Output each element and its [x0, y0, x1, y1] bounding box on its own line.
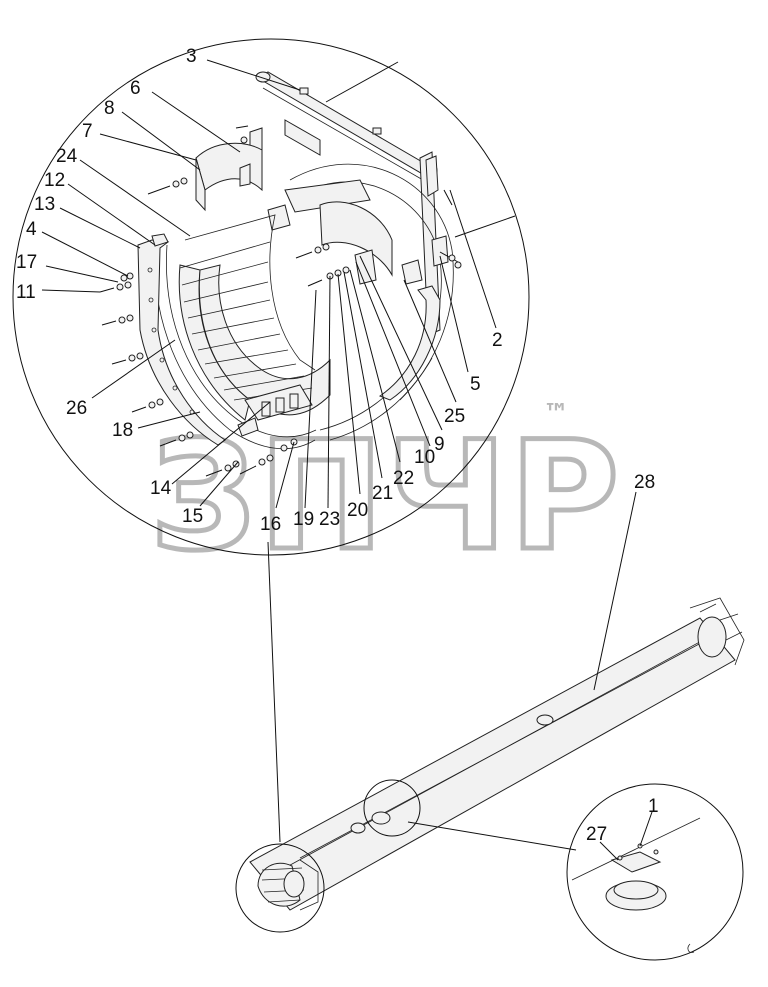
detail-circle-small — [235, 843, 325, 933]
bearing-detail — [363, 779, 744, 961]
tube-end-detail — [235, 843, 325, 933]
callout-7: 7 — [82, 121, 93, 142]
callout-2: 2 — [492, 330, 503, 351]
callout-27: 27 — [586, 824, 607, 845]
front-yoke — [195, 142, 263, 212]
drum-assembly — [178, 214, 331, 421]
callout-5: 5 — [470, 374, 481, 395]
callout-23: 23 — [319, 509, 340, 530]
callout-12: 12 — [44, 170, 65, 191]
callout-8: 8 — [104, 98, 115, 119]
callout-15: 15 — [182, 506, 203, 527]
boom-tube — [249, 597, 745, 911]
back-brackets — [249, 119, 441, 336]
callout-19: 19 — [293, 509, 314, 530]
callout-18: 18 — [112, 420, 133, 441]
callout-6: 6 — [130, 78, 141, 99]
callout-21: 21 — [372, 483, 393, 504]
callout-24: 24 — [56, 146, 78, 167]
bearing-marker-circle — [363, 779, 421, 837]
right-side-plate — [378, 235, 449, 401]
top-shaft — [255, 71, 438, 185]
callout-labels: 3 6 8 7 24 12 13 4 17 11 26 18 14 15 16 … — [16, 46, 659, 845]
callout-26: 26 — [66, 398, 87, 419]
callout-4: 4 — [26, 219, 37, 240]
detail-circle-bearing — [566, 783, 744, 961]
watermark: ЗПЧР ™ — [148, 399, 622, 587]
callout-17: 17 — [16, 252, 37, 273]
left-side-plate — [137, 233, 226, 446]
callout-10: 10 — [414, 447, 435, 468]
callout-3: 3 — [186, 46, 197, 67]
callout-11: 11 — [16, 282, 36, 303]
main-detail-view — [12, 38, 530, 556]
leader-to-tube-end — [267, 541, 281, 843]
leader-to-bearing-detail — [407, 821, 577, 851]
callout-1: 1 — [648, 796, 659, 817]
detail-circle-large — [12, 38, 530, 556]
callout-13: 13 — [34, 194, 55, 215]
left-bolts — [99, 125, 249, 447]
watermark-logo: ЗПЧР — [150, 410, 621, 584]
callout-14: 14 — [150, 478, 172, 499]
callout-16: 16 — [260, 514, 281, 535]
callout-28: 28 — [634, 472, 655, 493]
middle-yoke — [267, 179, 393, 285]
callout-22: 22 — [393, 468, 414, 489]
leader-lines — [41, 59, 653, 861]
callout-25: 25 — [444, 406, 465, 427]
callout-20: 20 — [347, 500, 368, 521]
trademark-symbol: ™ — [543, 399, 569, 429]
detail-connector-line — [325, 61, 399, 103]
bottom-clamp — [237, 384, 313, 437]
callout-9: 9 — [434, 434, 445, 455]
